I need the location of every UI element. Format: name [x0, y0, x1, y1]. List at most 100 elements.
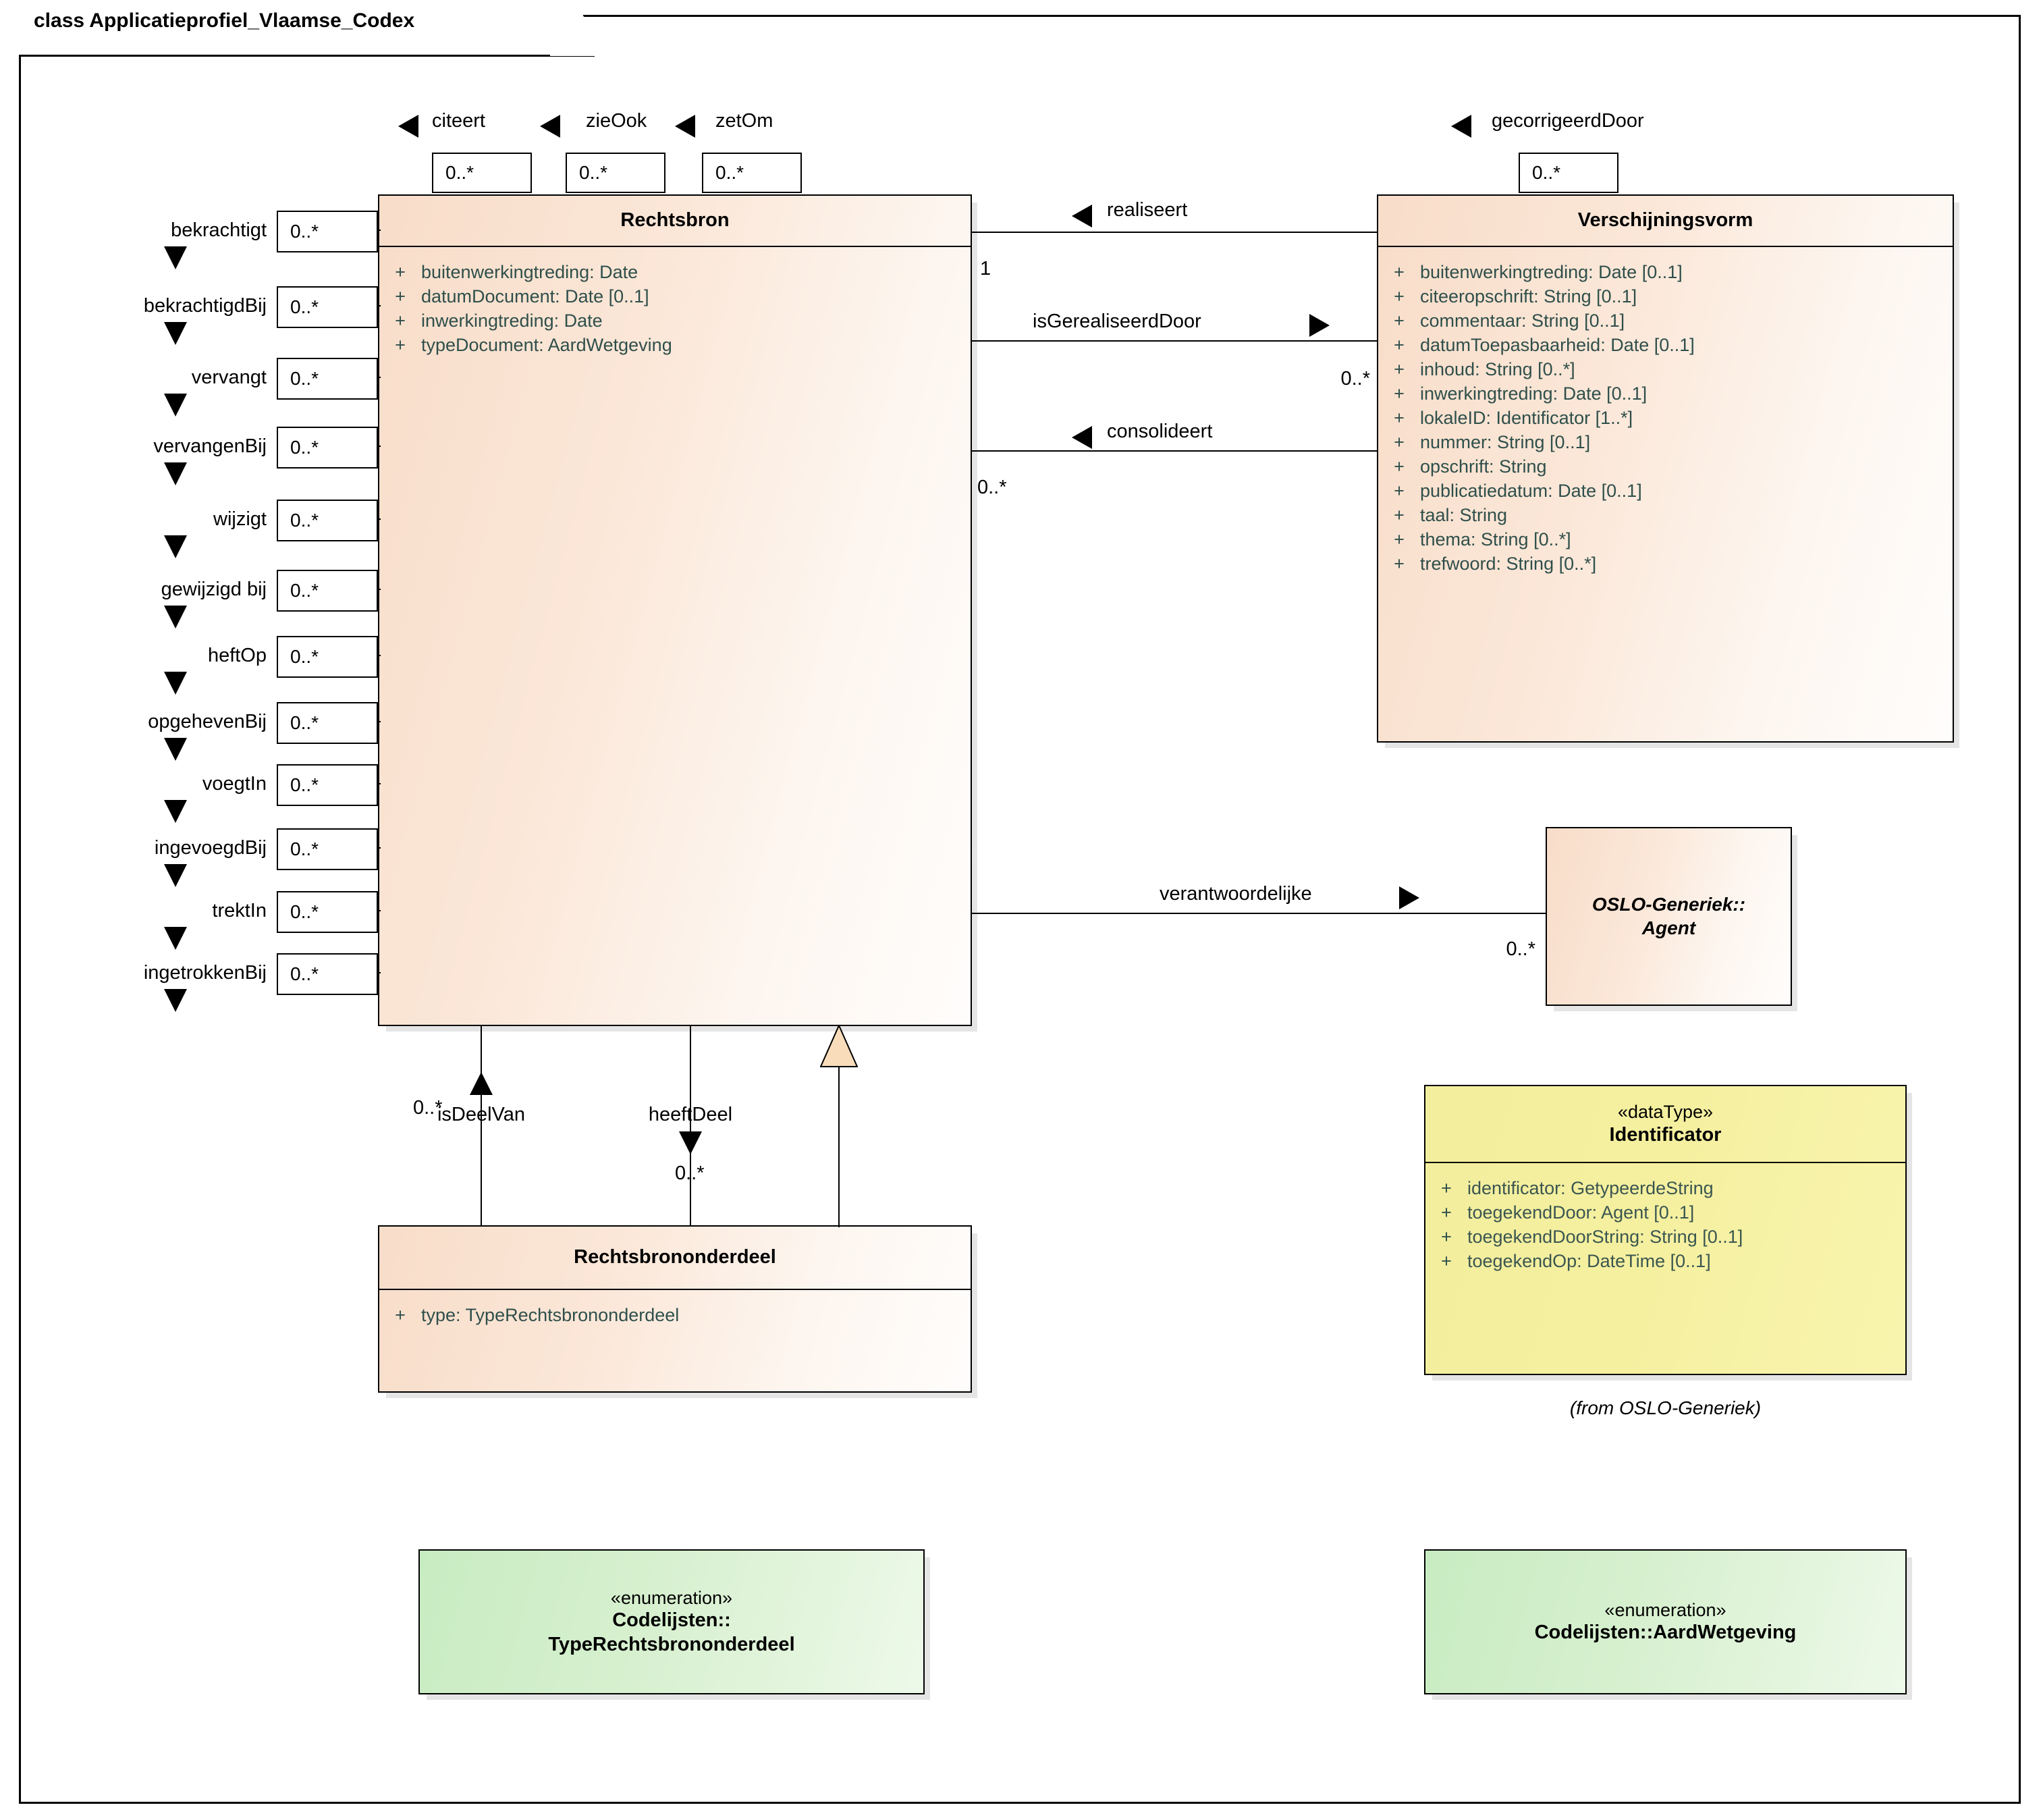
- multiplicity-consolideert-source: 0..*: [977, 477, 1007, 498]
- class-rechtsbrononderdeel[interactable]: Rechtsbrononderdeel + type: TypeRechtsbr…: [378, 1225, 972, 1393]
- assoc-label-isgerealiseerddoor: isGerealiseerdDoor: [1033, 311, 1201, 332]
- visibility-marker: +: [1394, 359, 1405, 379]
- assoc-line-consolideert: [971, 450, 1378, 452]
- multiplicity-isdeelvan: 0..*: [413, 1097, 443, 1119]
- attribute-signature: inwerkingtreding: Date: [421, 311, 603, 331]
- assoc-label-wijzigt: wijzigt: [213, 508, 267, 530]
- datatype-identificator-header: «dataType» Identificator: [1425, 1086, 1905, 1163]
- enumeration-typerechtsbrononderdeel-title: TypeRechtsbrononderdeel: [548, 1633, 795, 1655]
- attribute-row: +datumToepasbaarheid: Date [0..1]: [1378, 333, 1953, 358]
- arrow-down-bekrachtigt-icon: [164, 246, 187, 269]
- class-rechtsbron-header: Rechtsbron: [379, 196, 971, 247]
- arrow-up-isdeelvan-icon: [470, 1072, 493, 1095]
- enumeration-aardwetgeving[interactable]: «enumeration» Codelijsten::AardWetgeving: [1424, 1549, 1907, 1694]
- datatype-identificator-title: Identificator: [1609, 1123, 1722, 1146]
- class-verschijningsvorm-header: Verschijningsvorm: [1378, 196, 1953, 247]
- attribute-row: + nummer: String [0..1]: [1378, 431, 1953, 455]
- visibility-marker: +: [1394, 286, 1405, 306]
- arrow-down-heeftdeel-icon: [679, 1131, 702, 1154]
- visibility-marker: +: [1394, 432, 1405, 452]
- multiplicity-ingevoegdbij: 0..*: [277, 828, 378, 870]
- attribute-signature: toegekendOp: DateTime [0..1]: [1467, 1251, 1711, 1271]
- attribute-row: +lokaleID: Identificator [1..*]: [1378, 406, 1953, 431]
- enumeration-stereotype: «enumeration»: [610, 1587, 733, 1608]
- attribute-signature: inwerkingtreding: Date [0..1]: [1420, 383, 1648, 404]
- assoc-line-verantwoordelijke: [971, 913, 1547, 914]
- assoc-label-opgehevenbij: opgehevenBij: [148, 711, 267, 732]
- class-verschijningsvorm-attributes: +buitenwerkingtreding: Date [0..1] +cite…: [1378, 247, 1953, 586]
- enumeration-package: Codelijsten::: [612, 1609, 731, 1632]
- arrow-down-voegtin-icon: [164, 800, 187, 823]
- attribute-row: +identificator: GetypeerdeString: [1425, 1177, 1905, 1201]
- datatype-identificator-attributes: +identificator: GetypeerdeString +toegek…: [1425, 1163, 1905, 1283]
- attribute-row: +taal: String: [1378, 504, 1953, 528]
- assoc-line-heeftdeel: [690, 1026, 691, 1225]
- visibility-marker: +: [1441, 1202, 1452, 1223]
- arrow-down-opgehevenbij-icon: [164, 738, 187, 761]
- enumeration-typerechtsbrononderdeel[interactable]: «enumeration» Codelijsten:: TypeRechtsbr…: [418, 1549, 925, 1694]
- visibility-marker: +: [395, 335, 406, 355]
- visibility-marker: +: [1394, 311, 1405, 331]
- arrow-down-wijzigt-icon: [164, 535, 187, 558]
- class-agent[interactable]: OSLO-Generiek:: Agent: [1546, 827, 1792, 1006]
- attribute-row: +toegekendOp: DateTime [0..1]: [1425, 1250, 1905, 1274]
- attribute-signature: buitenwerkingtreding: Date: [421, 262, 638, 282]
- visibility-marker: +: [1394, 554, 1405, 574]
- multiplicity-bekrachtigt: 0..*: [277, 211, 378, 252]
- class-rechtsbrononderdeel-attributes: + type: TypeRechtsbrononderdeel: [379, 1290, 971, 1337]
- attribute-row: + buitenwerkingtreding: Date: [379, 261, 971, 285]
- attribute-signature: typeDocument: AardWetgeving: [421, 335, 672, 355]
- assoc-label-zieook: zieOok: [586, 110, 647, 132]
- enumeration-aardwetgeving-title: Codelijsten::AardWetgeving: [1534, 1622, 1797, 1643]
- multiplicity-opgehevenbij: 0..*: [277, 702, 378, 744]
- visibility-marker: +: [395, 311, 406, 331]
- visibility-marker: +: [1394, 383, 1405, 404]
- attribute-row: + typeDocument: AardWetgeving: [379, 333, 971, 358]
- attribute-row: +toegekendDoor: Agent [0..1]: [1425, 1201, 1905, 1225]
- attribute-row: +thema: String [0..*]: [1378, 528, 1953, 552]
- class-rechtsbron-attributes: + buitenwerkingtreding: Date + datumDocu…: [379, 247, 971, 367]
- multiplicity-citeert: 0..*: [432, 153, 532, 193]
- visibility-marker: +: [1394, 529, 1405, 550]
- multiplicity-isgerealiseerddoor-target: 0..*: [1340, 368, 1370, 390]
- assoc-label-citeert: citeert: [432, 110, 485, 132]
- enumeration-aardwetgeving-header: «enumeration» Codelijsten::AardWetgeving: [1425, 1551, 1905, 1693]
- assoc-label-bekrachtigdbij: bekrachtigdBij: [143, 295, 267, 317]
- attribute-signature: nummer: String [0..1]: [1420, 432, 1591, 452]
- multiplicity-wijzigt: 0..*: [277, 500, 378, 541]
- visibility-marker: +: [395, 1305, 406, 1325]
- class-agent-header: OSLO-Generiek:: Agent: [1547, 828, 1791, 1005]
- visibility-marker: +: [395, 286, 406, 306]
- assoc-label-trektin: trektIn: [212, 900, 267, 921]
- class-rechtsbrononderdeel-title: Rechtsbrononderdeel: [574, 1246, 776, 1268]
- multiplicity-realiseert-source: 1: [980, 258, 991, 279]
- attribute-row: +publicatiedatum: Date [0..1]: [1378, 479, 1953, 504]
- assoc-label-zetom: zetOm: [715, 110, 773, 132]
- arrow-down-heftop-icon: [164, 672, 187, 695]
- attribute-row: +inhoud: String [0..*]: [1378, 358, 1953, 382]
- attribute-row: + inwerkingtreding: Date: [379, 309, 971, 333]
- assoc-line-realiseert: [971, 232, 1378, 233]
- class-agent-package: OSLO-Generiek::: [1591, 894, 1746, 915]
- class-rechtsbron-title: Rechtsbron: [620, 209, 730, 232]
- class-rechtsbrononderdeel-header: Rechtsbrononderdeel: [379, 1227, 971, 1290]
- arrow-down-ingetrokkenbij-icon: [164, 989, 187, 1012]
- assoc-label-vervangenbij: vervangenBij: [153, 435, 267, 457]
- multiplicity-gewijzigdbij: 0..*: [277, 570, 378, 612]
- attribute-signature: identificator: GetypeerdeString: [1467, 1178, 1714, 1198]
- class-agent-title: Agent: [1641, 917, 1696, 938]
- attribute-row: +commentaar: String [0..1]: [1378, 309, 1953, 333]
- assoc-line-isgerealiseerddoor: [971, 340, 1378, 342]
- arrow-down-gewijzigdbij-icon: [164, 606, 187, 628]
- assoc-label-voegtin: voegtIn: [202, 773, 267, 795]
- class-rechtsbron[interactable]: Rechtsbron + buitenwerkingtreding: Date …: [378, 194, 972, 1026]
- attribute-signature: taal: String: [1420, 505, 1508, 525]
- assoc-line-isdeelvan: [481, 1026, 482, 1225]
- assoc-label-gecorrigeerddoor: gecorrigeerdDoor: [1492, 110, 1644, 132]
- enumeration-typerechtsbrononderdeel-header: «enumeration» Codelijsten:: TypeRechtsbr…: [420, 1551, 923, 1693]
- arrow-left-citeert-icon: [398, 115, 418, 138]
- datatype-identificator[interactable]: «dataType» Identificator +identificator:…: [1424, 1085, 1907, 1375]
- arrow-down-vervangenbij-icon: [164, 462, 187, 485]
- generalization-line: [838, 1067, 840, 1227]
- class-verschijningsvorm[interactable]: Verschijningsvorm +buitenwerkingtreding:…: [1377, 194, 1954, 743]
